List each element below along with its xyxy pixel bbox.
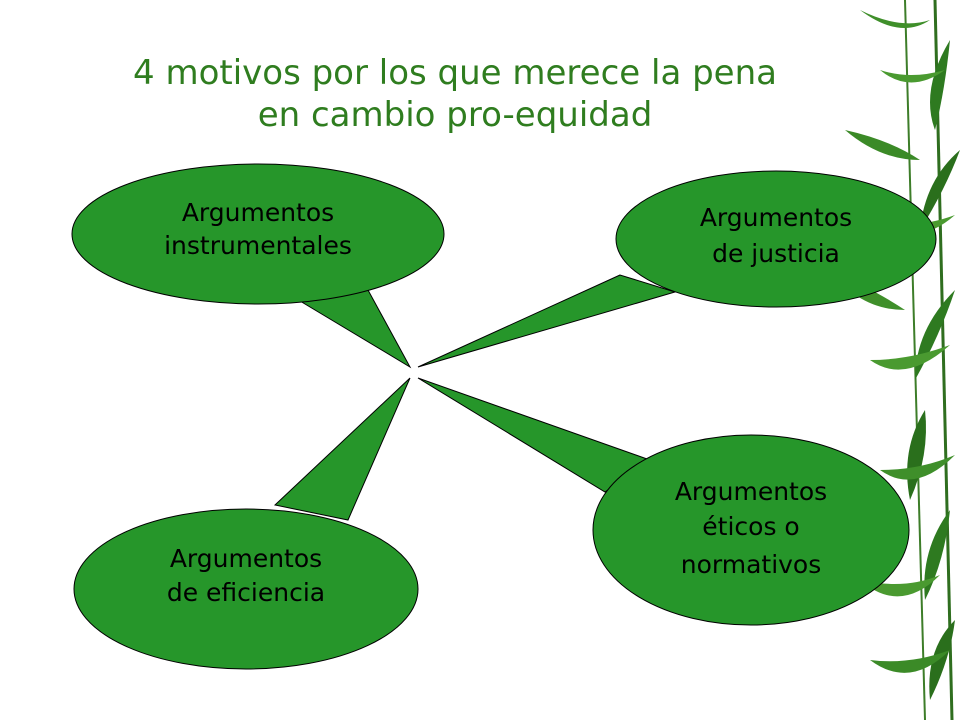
tail-eticos xyxy=(417,377,652,493)
bubble-eficiencia-line-1: Argumentos xyxy=(170,544,322,573)
tail-justicia xyxy=(417,274,677,368)
bubble-eticos-line-1: Argumentos xyxy=(675,477,827,506)
bubble-justicia-line-1: Argumentos xyxy=(700,203,852,232)
title-line-2: en cambio pro-equidad xyxy=(257,95,653,135)
bubble-eticos: Argumentos éticos o normativos xyxy=(592,434,910,626)
bubble-eficiencia-line-2: de eficiencia xyxy=(167,578,325,607)
bubble-tails xyxy=(273,274,677,521)
bubble-justicia: Argumentos de justicia xyxy=(615,170,937,308)
tail-eficiencia xyxy=(273,377,411,521)
bubble-eticos-line-3: normativos xyxy=(681,550,822,579)
bubble-instrumentales: Argumentos instrumentales xyxy=(71,163,445,305)
bubble-instrumentales-line-1: Argumentos xyxy=(182,198,334,227)
bubble-instrumentales-line-2: instrumentales xyxy=(164,231,352,260)
title-line-1: 4 motivos por los que merece la pena xyxy=(133,53,777,93)
bubble-eficiencia: Argumentos de eficiencia xyxy=(73,508,419,670)
bubble-eticos-line-2: éticos o xyxy=(702,512,799,541)
bubble-justicia-line-2: de justicia xyxy=(712,239,840,268)
bamboo-decoration xyxy=(830,0,960,720)
